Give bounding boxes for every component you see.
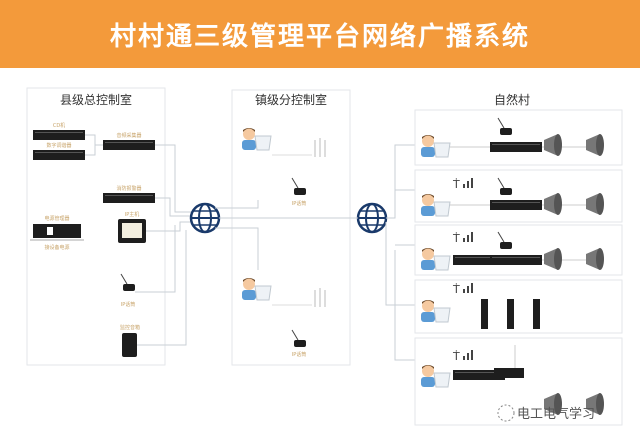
- village-box-5: [414, 337, 623, 426]
- ip-host-label: IP主机: [125, 211, 140, 218]
- cd-player-label: CD机: [53, 122, 65, 129]
- signal-icon: [452, 350, 473, 363]
- tuner-device: [33, 150, 85, 160]
- horn-speaker-icon: [586, 193, 604, 215]
- tuner-label: 数字调谐器: [46, 142, 71, 149]
- monitor-speaker-label: 监控音箱: [120, 324, 140, 331]
- county-title: 县级总控制室: [60, 92, 132, 107]
- horn-speaker-icon: [586, 134, 604, 156]
- county-control-room-box: [26, 87, 166, 366]
- horn-speaker-icon: [544, 193, 562, 215]
- town-operator-icon-2: [241, 277, 272, 301]
- audio-collector-device: [103, 140, 155, 150]
- power-manager-label: 电源管理器: [44, 215, 69, 222]
- header-banner: 村村通三级管理平台网络广播系统: [0, 0, 640, 68]
- page-title: 村村通三级管理平台网络广播系统: [109, 21, 530, 52]
- village-box-1: [414, 109, 623, 166]
- village-title: 自然村: [494, 92, 530, 107]
- horn-speaker-icon: [544, 248, 562, 270]
- cd-player-device: [33, 130, 85, 140]
- network-globe-icon-right: [356, 202, 388, 234]
- power-manager-device: [33, 224, 81, 238]
- horn-speaker-icon: [544, 134, 562, 156]
- watermark: 电工电气学习: [497, 404, 595, 422]
- county-ip-mic-icon: [120, 273, 136, 292]
- town-ip-mic-label-2: IP话筒: [292, 351, 307, 358]
- signal-icon: [452, 232, 473, 245]
- town-ip-mic-icon-2: [291, 329, 307, 348]
- column-speaker-icon: [533, 299, 540, 329]
- monitor-speaker-device: [122, 333, 137, 357]
- router-icon-2: [314, 288, 326, 307]
- network-globe-icon-left: [189, 202, 221, 234]
- town-ip-mic-label-1: IP话筒: [292, 200, 307, 207]
- village-connection-lines: [385, 144, 415, 361]
- watermark-text: 电工电气学习: [517, 406, 595, 422]
- county-ip-mic-label: IP话筒: [121, 301, 136, 308]
- village-box-3: [414, 224, 623, 276]
- town-title: 镇级分控制室: [255, 92, 327, 107]
- fire-alarm-label: 消防报警器: [116, 185, 141, 192]
- router-icon-1: [314, 138, 326, 157]
- village-box-4: [414, 279, 623, 334]
- power-note-label: 接设备电源: [44, 244, 69, 251]
- fire-alarm-device: [103, 193, 155, 203]
- town-operator-icon-1: [241, 127, 272, 151]
- signal-icon: [452, 283, 473, 296]
- horn-speaker-icon: [586, 248, 604, 270]
- village-box-2: [414, 169, 623, 223]
- town-ip-mic-icon-1: [291, 177, 307, 196]
- column-speaker-icon: [481, 299, 488, 329]
- town-connection-lines: [215, 200, 358, 270]
- audio-collector-label: 音频采集器: [116, 132, 141, 139]
- column-speaker-icon: [507, 299, 514, 329]
- county-connection-lines: [85, 134, 191, 346]
- signal-icon: [452, 178, 473, 191]
